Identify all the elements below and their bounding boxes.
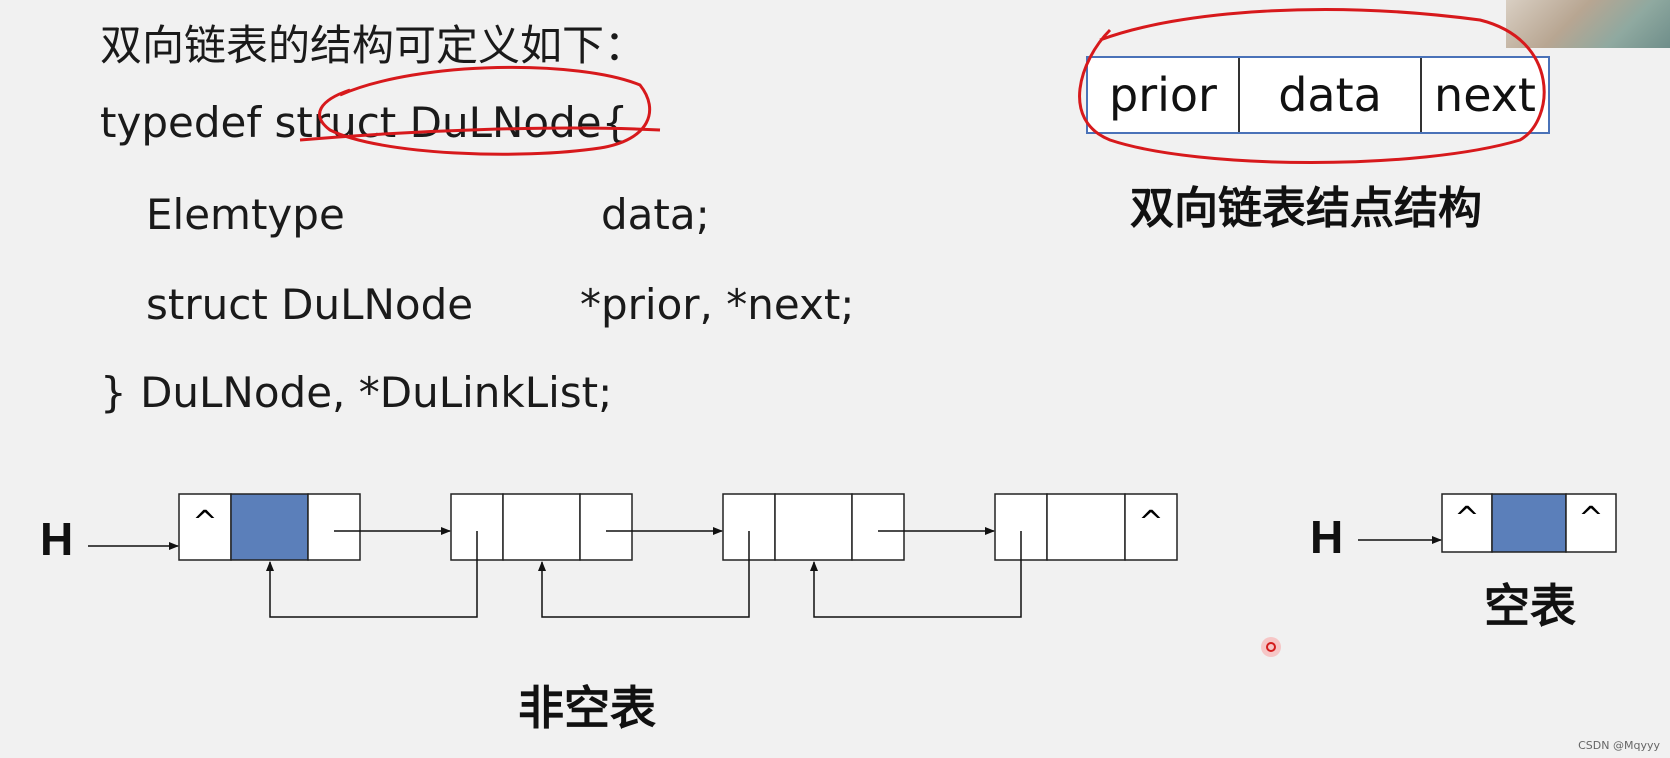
list-node-head: ^	[178, 493, 361, 561]
annotation-underline-struct-name	[299, 126, 661, 142]
arrow-prior-1	[266, 531, 478, 618]
node-structure-caption: 双向链表结点结构	[1130, 183, 1482, 234]
null-symbol-head: ^	[192, 505, 217, 540]
node-field-data: data	[1240, 58, 1422, 132]
head-pointer-label: H	[40, 513, 74, 565]
code-line-pointer-fields: *prior, *next;	[580, 280, 855, 329]
code-line-typedef: typedef struct DuLNode{	[100, 98, 629, 147]
code-line-struct-type: struct DuLNode	[146, 280, 474, 329]
code-line-data-field: data;	[601, 190, 710, 239]
pointer-cursor-icon	[1261, 637, 1281, 657]
list-node-2	[722, 493, 905, 561]
code-line-typedef-end: } DuLNode, *DuLinkList;	[100, 368, 613, 417]
arrow-prior-2	[538, 531, 750, 618]
list-node-3: ^	[994, 493, 1178, 561]
arrow-prior-3	[810, 531, 1022, 618]
code-line-elemtype: Elemtype	[146, 190, 345, 239]
watermark: CSDN @Mqyyy	[1578, 739, 1660, 752]
empty-list-node: ^ ^	[1441, 493, 1617, 553]
webcam-overlay	[1506, 0, 1670, 48]
annotation-circle-struct-name	[318, 65, 651, 156]
nonempty-list-caption: 非空表	[518, 681, 656, 735]
empty-null-prior: ^	[1454, 501, 1479, 536]
node-field-next: next	[1434, 68, 1536, 122]
empty-head-pointer-label: H	[1310, 511, 1344, 563]
null-symbol-tail: ^	[1138, 505, 1163, 540]
page-title: 双向链表的结构可定义如下：	[100, 21, 647, 70]
empty-list-caption: 空表	[1484, 579, 1576, 633]
list-node-1	[450, 493, 633, 561]
empty-null-next: ^	[1578, 501, 1603, 536]
node-field-prior: prior	[1088, 58, 1240, 132]
node-structure-box: prior data next	[1086, 56, 1550, 134]
annotation-circle-node-structure	[1078, 8, 1546, 164]
